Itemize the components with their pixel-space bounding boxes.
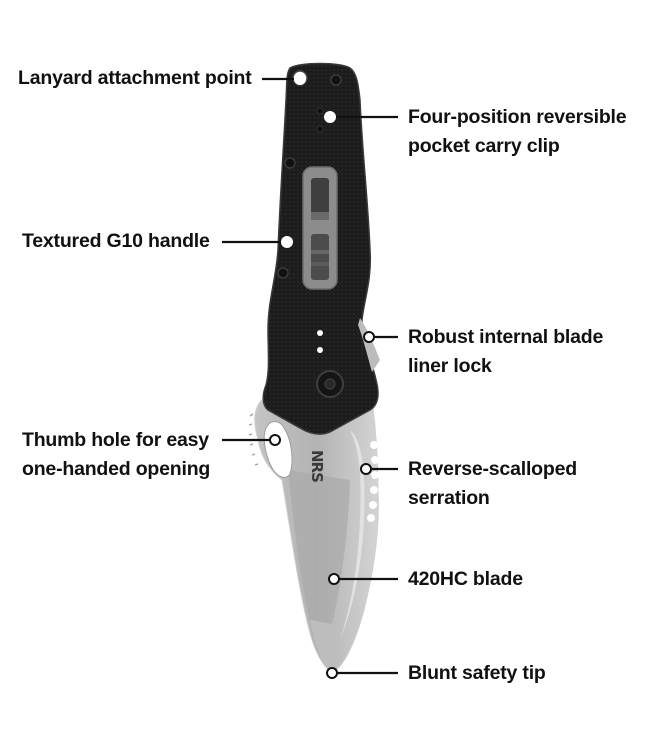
dot-handle [281, 236, 293, 248]
label-tip: Blunt safety tip [408, 659, 546, 688]
label-line: one-handed opening [22, 458, 211, 480]
label-line: serration [408, 487, 490, 509]
label-line: Four-position reversible [408, 106, 627, 128]
blade: NRS [248, 394, 379, 673]
dot-serration [360, 463, 372, 475]
nrs-logo: NRS [308, 450, 326, 482]
handle-screws [277, 74, 342, 279]
label-line: Thumb hole for easy [22, 429, 209, 451]
label-line: Reverse-scalloped [408, 458, 577, 480]
label-line: liner lock [408, 355, 492, 377]
serration-notches [367, 441, 379, 522]
leader-lines [222, 77, 398, 675]
dot-thumb-hole [269, 434, 281, 446]
label-line: Lanyard attachment point [18, 67, 252, 89]
label-line: Textured G10 handle [22, 230, 210, 252]
label-line: pocket carry clip [408, 135, 560, 157]
liner-lock [358, 318, 380, 372]
dot-tip [326, 667, 338, 679]
handle [262, 62, 380, 435]
dot-clip [324, 111, 336, 123]
label-line: 420HC blade [408, 568, 523, 590]
label-clip: Four-position reversible pocket carry cl… [408, 103, 627, 161]
label-thumb-hole: Thumb hole for easy one-handed opening [22, 426, 210, 484]
label-line: Robust internal blade [408, 326, 604, 348]
dot-liner-lock [363, 331, 375, 343]
dot-lanyard [294, 73, 306, 85]
dot-blade [328, 573, 340, 585]
label-blade: 420HC blade [408, 565, 523, 594]
callout-dots [269, 73, 375, 679]
label-liner-lock: Robust internal blade liner lock [408, 323, 603, 381]
label-handle: Textured G10 handle [22, 227, 210, 256]
label-lanyard: Lanyard attachment point [18, 64, 252, 93]
label-serration: Reverse-scalloped serration [408, 455, 577, 513]
label-line: Blunt safety tip [408, 662, 546, 684]
